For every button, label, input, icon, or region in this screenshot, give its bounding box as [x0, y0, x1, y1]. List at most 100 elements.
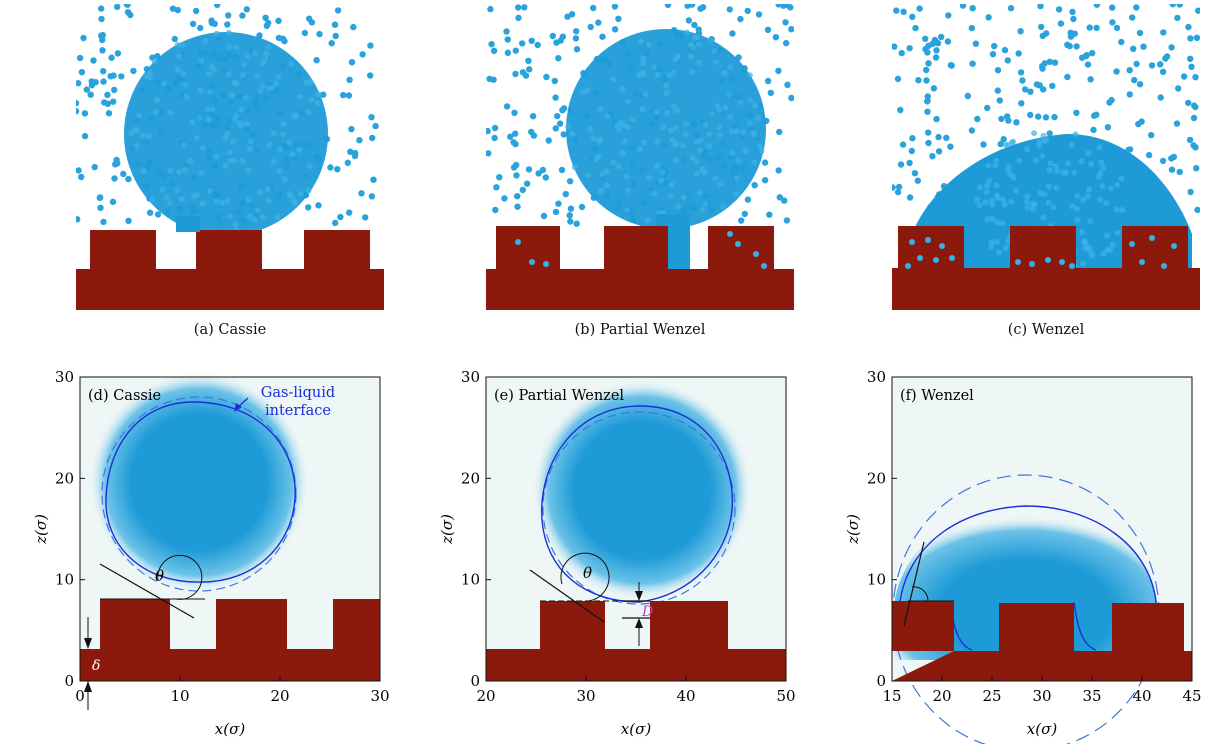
caption-b: (b) Partial Wenzel: [574, 322, 706, 338]
pillar: [898, 226, 964, 270]
substrate-base: [892, 268, 1200, 310]
interface-pointer-head: [234, 403, 242, 412]
plot-frame: [485, 376, 787, 682]
x-axis: 15 20 25 30 35 40 45: [882, 676, 1202, 705]
caption-a: (a) Cassie: [193, 322, 267, 338]
trapped-particles: [905, 235, 1177, 269]
plot-f-svg: (f) Wenzel 15 20 25 30 35 40 45 0 10 20 30 x(σ) z…: [844, 368, 1202, 744]
x-tick-label: 20: [476, 687, 495, 705]
substrate: [80, 599, 380, 681]
y-axis-label: z(σ): [844, 514, 862, 545]
substrate: [892, 601, 1192, 681]
theta-arc: [157, 554, 203, 600]
delta-arrowhead-top: [84, 638, 92, 649]
x-tick-label: 0: [75, 687, 85, 705]
pillar: [604, 226, 668, 270]
x-tick-label: 30: [370, 687, 389, 705]
fitted-circle: [542, 411, 736, 605]
x-tick-label: 40: [1132, 687, 1151, 705]
contact-tangent: [529, 569, 605, 623]
theta-label: θ: [155, 567, 164, 585]
droplet-neck: [176, 216, 200, 232]
x-axis-label: x(σ): [1027, 720, 1058, 738]
substrate-base: [486, 269, 794, 310]
density-field: [532, 380, 752, 600]
interface-label-2: interface: [265, 403, 331, 419]
contact-tangent: [99, 563, 195, 619]
theta-arc: [560, 552, 610, 602]
droplet-texture: [128, 29, 322, 236]
x-tick-label: 15: [882, 687, 901, 705]
x-tick-label: 35: [1082, 687, 1101, 705]
panel-label: (f) Wenzel: [900, 388, 974, 404]
depth-arrowhead-top: [635, 591, 643, 601]
pillar: [708, 226, 774, 270]
interface-label-1: Gas-liquid: [261, 385, 335, 401]
y-tick-label: 20: [867, 469, 886, 487]
y-tick-label: 20: [461, 469, 480, 487]
x-tick-label: 50: [776, 687, 795, 705]
y-tick-label: 30: [55, 368, 74, 386]
y-tick-label: 10: [461, 571, 480, 589]
y-axis-label: z(σ): [438, 514, 456, 545]
pillar: [1010, 226, 1076, 270]
panel-label: (d) Cassie: [88, 388, 161, 404]
pillar: [1122, 226, 1188, 270]
y-tick-label: 0: [64, 672, 74, 690]
substrate-base: [76, 269, 384, 310]
y-axis: 0 10 20 30: [55, 368, 85, 690]
substrate: [486, 601, 786, 681]
x-tick-label: 20: [270, 687, 289, 705]
plot-frame: [79, 376, 381, 682]
plot-d-svg: θ δ Gas-liquid interface (d) Cassie 0 10 2…: [32, 368, 390, 738]
caption-c: (c) Wenzel: [1007, 322, 1085, 338]
x-tick-label: 40: [676, 687, 695, 705]
density-field: [894, 500, 1158, 660]
y-tick-label: 10: [867, 571, 886, 589]
y-tick-label: 20: [55, 469, 74, 487]
contact-tangent: [903, 541, 925, 627]
snapshot-wenzel: [892, 4, 1200, 310]
fitted-circle: [101, 396, 297, 592]
depth-label: D: [641, 604, 653, 620]
pillar: [304, 230, 370, 270]
x-axis: 0 10 20 30: [75, 676, 390, 705]
snapshot-partial-wenzel-image: [486, 4, 794, 310]
x-axis: 20 30 40 50: [476, 676, 796, 705]
density-field: [89, 372, 309, 592]
gas-liquid-interface: [105, 401, 296, 583]
delta-label: δ: [92, 658, 100, 674]
y-tick-label: 30: [461, 368, 480, 386]
delta-arrowhead-bottom: [84, 681, 92, 692]
snapshot-cassie-image: [76, 4, 384, 310]
x-tick-label: 10: [170, 687, 189, 705]
x-axis-label: x(σ): [621, 720, 652, 738]
snapshot-partial-wenzel: [486, 4, 794, 310]
theta-label: θ: [583, 564, 592, 582]
snapshot-cassie: [76, 4, 384, 310]
x-axis-label: x(σ): [215, 720, 246, 738]
theta-arc: [911, 586, 929, 602]
panel-label: (e) Partial Wenzel: [494, 388, 624, 404]
pillar: [496, 226, 560, 270]
x-tick-label: 25: [982, 687, 1001, 705]
pillar: [196, 230, 262, 270]
y-tick-label: 0: [876, 672, 886, 690]
x-tick-label: 20: [932, 687, 951, 705]
x-tick-label: 45: [1182, 687, 1201, 705]
depth-arrowhead-bottom: [635, 618, 643, 628]
pillar: [90, 230, 156, 270]
plot-d: θ δ Gas-liquid interface (d) Cassie 0 10 2…: [30, 368, 400, 744]
gas-liquid-interface: [541, 405, 734, 603]
snapshot-wenzel-image: [892, 4, 1200, 310]
x-tick-label: 30: [1032, 687, 1051, 705]
y-tick-label: 10: [55, 571, 74, 589]
plot-f: (f) Wenzel 15 20 25 30 35 40 45 0 10 20 30 x(σ) z…: [842, 368, 1212, 744]
y-axis-label: z(σ): [32, 514, 50, 545]
y-axis: 0 10 20 30: [867, 368, 897, 690]
x-tick-label: 30: [576, 687, 595, 705]
droplet-texture: [565, 29, 765, 226]
y-tick-label: 30: [867, 368, 886, 386]
